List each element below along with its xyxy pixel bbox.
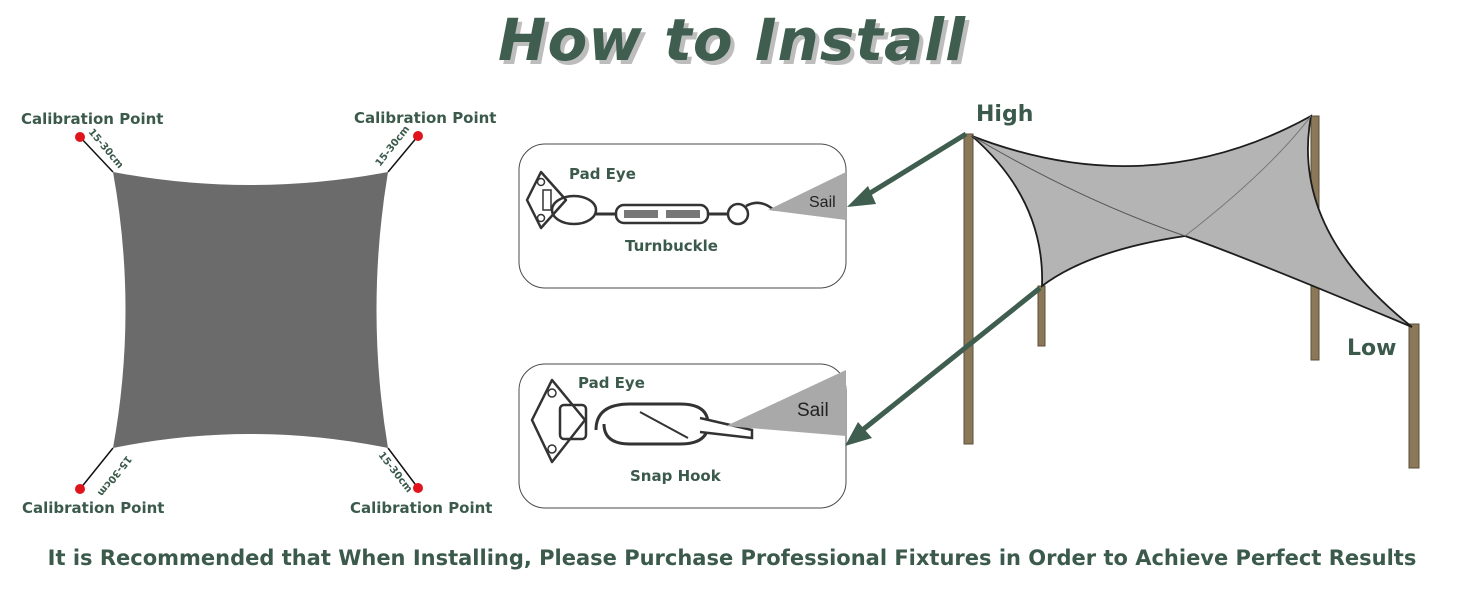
- high-label: High: [976, 102, 1034, 127]
- square-sail-diagram: 15-30cm 15-30cm 15-30cm 15-30cm: [75, 124, 423, 498]
- turnbuckle-label: Turnbuckle: [625, 237, 718, 255]
- sail-label-2: Sail: [797, 400, 829, 421]
- calibration-line-top-left: [79, 136, 114, 173]
- sail-label-1: Sail: [809, 194, 836, 211]
- calibration-dot-top-right: [413, 131, 423, 141]
- recommendation-note: It is Recommended that When Installing, …: [47, 546, 1417, 570]
- snaphook-panel: [518, 363, 847, 509]
- calibration-dot-top-left: [75, 132, 85, 142]
- sail-corner-2: [726, 370, 846, 436]
- calibration-dot-bottom-right: [413, 483, 423, 493]
- low-label: Low: [1347, 336, 1397, 361]
- snap-hook-label: Snap Hook: [630, 467, 721, 485]
- turnbuckle-panel: [518, 143, 847, 289]
- pad-eye-plate-2: [530, 378, 587, 464]
- distance-label-top-right: 15-30cm: [374, 124, 412, 169]
- page-title: How to Install: [498, 6, 966, 74]
- distance-label-bottom-left: 15-30cm: [95, 453, 133, 498]
- hyper-shade-sail: [971, 114, 1413, 328]
- calibration-label-top-right: Calibration Point: [354, 109, 497, 127]
- calibration-dot-bottom-left: [75, 484, 85, 494]
- calibration-line-bottom-left: [79, 447, 114, 490]
- pad-eye-label-1: Pad Eye: [569, 165, 636, 183]
- calibration-label-bottom-left: Calibration Point: [22, 499, 165, 517]
- pad-eye-plate-1: [525, 170, 568, 230]
- calibration-label-top-left: Calibration Point: [21, 110, 164, 128]
- calibration-line-bottom-right: [387, 447, 419, 489]
- post-right-front: [1408, 323, 1420, 469]
- sail-corner-1: [768, 172, 846, 220]
- square-sail: [113, 172, 388, 448]
- post-left-back: [1037, 285, 1046, 347]
- calibration-label-bottom-right: Calibration Point: [350, 499, 493, 517]
- calibration-line-top-right: [387, 135, 419, 173]
- arrow-high: [860, 131, 968, 201]
- arrow-low: [858, 286, 1042, 434]
- installation-diagram: [845, 114, 1420, 469]
- pad-eye-label-2: Pad Eye: [578, 374, 645, 392]
- post-left-front: [963, 133, 974, 445]
